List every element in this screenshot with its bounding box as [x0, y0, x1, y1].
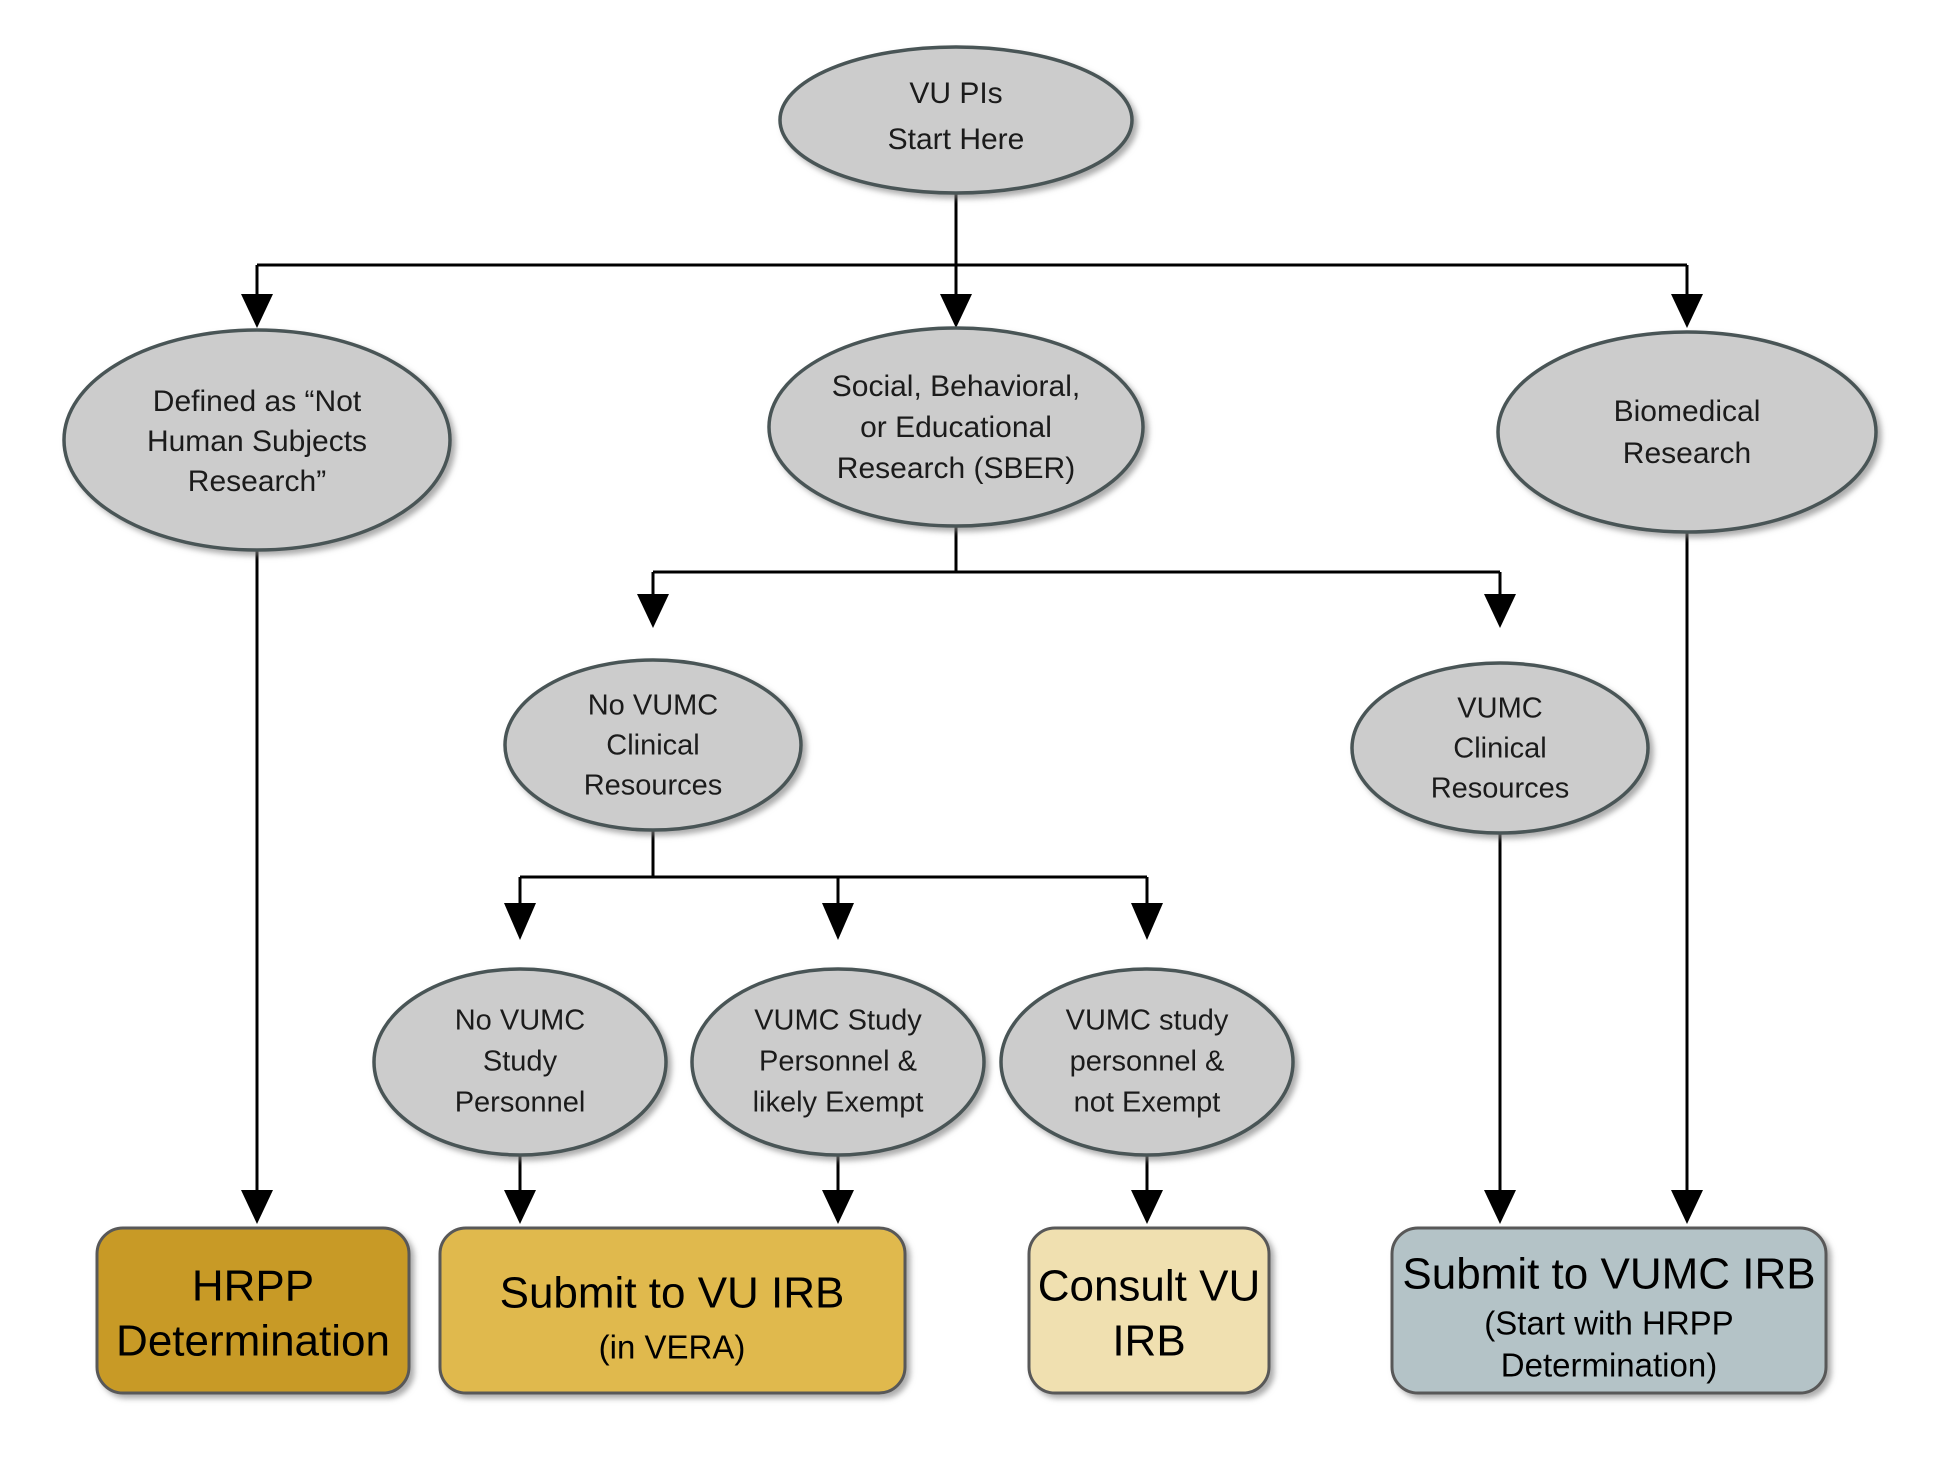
sber-label-line-2: or Educational [860, 411, 1052, 444]
vumc-clinical-ellipse-shape[interactable] [1350, 661, 1650, 835]
arrowhead-submit-vumc-irb-from-clinical [1484, 1190, 1516, 1224]
start-ellipse-shape[interactable] [778, 45, 1134, 195]
arrowhead-biomedical [1671, 294, 1703, 328]
arrowhead-no-vumc-clinical [637, 594, 669, 628]
arrowhead-submit-vu-irb-right [822, 1190, 854, 1224]
vumc-clinical-label-line-1: VUMC [1457, 693, 1542, 725]
node-submit-to-vumc-irb[interactable]: Submit to VUMC IRB (Start with HRPP Dete… [1390, 1226, 1828, 1395]
not-human-subjects-ellipse-shape[interactable] [62, 328, 452, 552]
node-vumc-study-personnel-likely-exempt[interactable]: VUMC Study Personnel & likely Exempt [690, 967, 986, 1157]
submit-vumc-irb-box-shape[interactable] [1390, 1226, 1828, 1395]
node-not-human-subjects[interactable]: Defined as “Not Human Subjects Research” [62, 328, 452, 552]
sber-ellipse-shape[interactable] [767, 326, 1145, 528]
arrowhead-vumc-clinical [1484, 594, 1516, 628]
submit-vumc-irb-label-main: Submit to VUMC IRB [1402, 1250, 1815, 1299]
arrowhead-not-human-subjects [241, 294, 273, 328]
arrowhead-no-vumc-personnel [504, 903, 536, 940]
hrpp-determination-label-line-2: Determination [116, 1317, 390, 1366]
no-vumc-personnel-label-line-1: No VUMC [455, 1005, 586, 1037]
arrowhead-submit-vu-irb-left [504, 1190, 536, 1224]
submit-vu-irb-label-main: Submit to VU IRB [500, 1269, 845, 1318]
no-vumc-personnel-ellipse-shape[interactable] [372, 967, 668, 1157]
node-start[interactable]: VU PIs Start Here [778, 45, 1134, 195]
node-hrpp-determination[interactable]: HRPP Determination [95, 1226, 411, 1395]
hrpp-determination-label-line-1: HRPP [192, 1262, 314, 1311]
arrowhead-vumc-personnel-exempt [822, 903, 854, 940]
node-submit-to-vu-irb[interactable]: Submit to VU IRB (in VERA) [438, 1226, 907, 1395]
consult-vu-irb-box-shape[interactable] [1027, 1226, 1271, 1395]
vumc-personnel-exempt-label-line-3: likely Exempt [753, 1087, 924, 1119]
start-label-line-1: VU PIs [909, 77, 1002, 110]
arrowhead-submit-vumc-irb-from-biomedical [1671, 1190, 1703, 1224]
submit-vu-irb-box-shape[interactable] [438, 1226, 907, 1395]
no-vumc-personnel-label-line-3: Personnel [455, 1087, 586, 1119]
consult-vu-irb-label-line-2: IRB [1112, 1317, 1185, 1366]
not-human-subjects-label-line-1: Defined as “Not [153, 385, 362, 418]
consult-vu-irb-label-line-1: Consult VU [1038, 1262, 1261, 1311]
hrpp-determination-box-shape[interactable] [95, 1226, 411, 1395]
node-no-vumc-clinical-resources[interactable]: No VUMC Clinical Resources [503, 658, 803, 832]
node-vumc-study-personnel-not-exempt[interactable]: VUMC study personnel & not Exempt [999, 967, 1295, 1157]
vumc-personnel-exempt-ellipse-shape[interactable] [690, 967, 986, 1157]
vumc-clinical-label-line-2: Clinical [1453, 733, 1546, 765]
no-vumc-clinical-label-line-1: No VUMC [588, 690, 719, 722]
biomedical-label-line-1: Biomedical [1614, 395, 1761, 428]
no-vumc-clinical-label-line-3: Resources [584, 770, 723, 802]
sber-label-line-1: Social, Behavioral, [832, 370, 1080, 403]
arrowhead-sber [940, 294, 972, 328]
submit-vu-irb-label-sub: (in VERA) [599, 1329, 746, 1366]
arrowhead-hrpp [241, 1190, 273, 1224]
vumc-personnel-not-exempt-label-line-2: personnel & [1070, 1046, 1225, 1078]
not-human-subjects-label-line-2: Human Subjects [147, 425, 367, 458]
arrowhead-consult-vu-irb [1131, 1190, 1163, 1224]
connector-layer [241, 190, 1703, 1224]
vumc-personnel-not-exempt-label-line-3: not Exempt [1074, 1087, 1221, 1119]
node-consult-vu-irb[interactable]: Consult VU IRB [1027, 1226, 1271, 1395]
node-biomedical[interactable]: Biomedical Research [1496, 330, 1878, 534]
vumc-personnel-exempt-label-line-2: Personnel & [759, 1046, 917, 1078]
arrowhead-vumc-personnel-not-exempt [1131, 903, 1163, 940]
biomedical-ellipse-shape[interactable] [1496, 330, 1878, 534]
not-human-subjects-label-line-3: Research” [188, 465, 326, 498]
no-vumc-personnel-label-line-2: Study [483, 1046, 558, 1078]
submit-vumc-irb-label-sub-line-2: Determination) [1501, 1347, 1717, 1384]
vumc-personnel-exempt-label-line-1: VUMC Study [754, 1005, 922, 1037]
submit-vumc-irb-label-sub-line-1: (Start with HRPP [1484, 1305, 1733, 1342]
node-vumc-clinical-resources[interactable]: VUMC Clinical Resources [1350, 661, 1650, 835]
no-vumc-clinical-label-line-2: Clinical [606, 730, 699, 762]
sber-label-line-3: Research (SBER) [837, 452, 1075, 485]
node-no-vumc-study-personnel[interactable]: No VUMC Study Personnel [372, 967, 668, 1157]
node-sber[interactable]: Social, Behavioral, or Educational Resea… [767, 326, 1145, 528]
no-vumc-clinical-ellipse-shape[interactable] [503, 658, 803, 832]
vumc-personnel-not-exempt-ellipse-shape[interactable] [999, 967, 1295, 1157]
vumc-clinical-label-line-3: Resources [1431, 773, 1570, 805]
biomedical-label-line-2: Research [1623, 437, 1751, 470]
vumc-personnel-not-exempt-label-line-1: VUMC study [1066, 1005, 1229, 1037]
start-label-line-2: Start Here [888, 123, 1025, 156]
